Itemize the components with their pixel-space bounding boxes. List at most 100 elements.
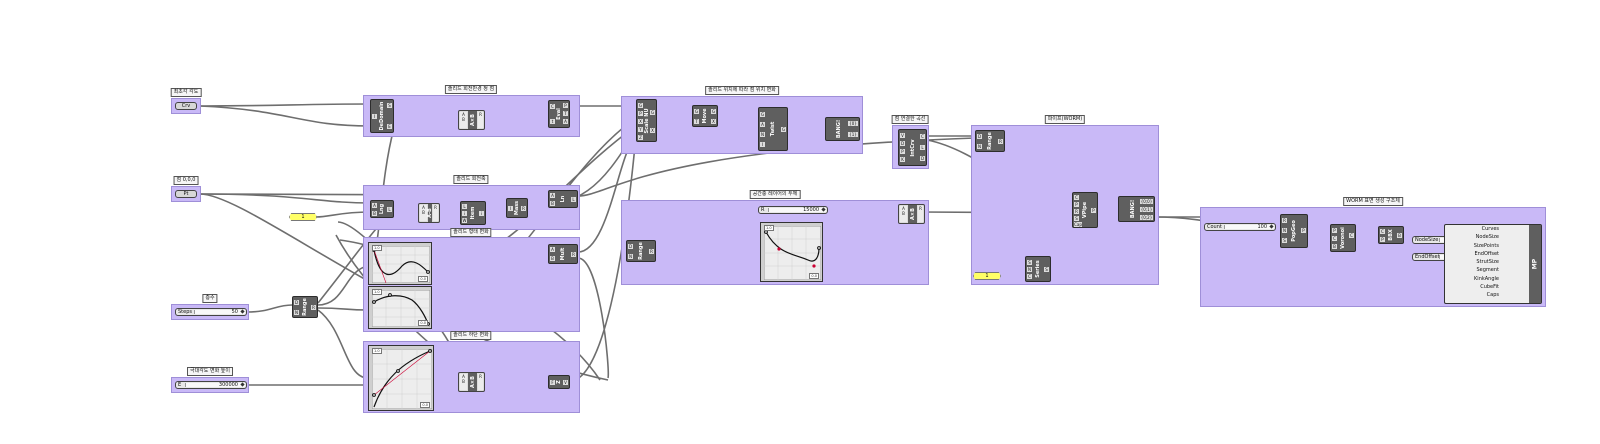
slider-track[interactable] — [768, 208, 826, 212]
output-port[interactable]: G — [650, 110, 655, 115]
input-port[interactable]: B — [550, 256, 555, 261]
input-port[interactable]: C — [1074, 195, 1079, 200]
mp-input-port[interactable]: Caps — [1486, 292, 1499, 299]
output-port[interactable]: C — [1349, 233, 1354, 238]
input-port[interactable]: G — [760, 112, 765, 117]
output-port[interactable]: S — [387, 103, 392, 108]
input-port[interactable]: I — [508, 206, 513, 211]
input-port[interactable]: S — [1282, 238, 1287, 243]
input-port[interactable]: V — [900, 133, 905, 138]
input-port[interactable]: R — [1074, 209, 1079, 214]
input-port[interactable]: B — [1332, 244, 1337, 249]
output-port[interactable]: {1} — [848, 132, 858, 137]
input-port[interactable]: P — [1380, 237, 1385, 242]
output-port[interactable]: R — [311, 305, 316, 310]
input-port[interactable]: A — [550, 193, 555, 198]
output-port[interactable]: E — [387, 124, 392, 129]
output-port[interactable]: A — [563, 119, 568, 124]
input-port[interactable]: B — [462, 117, 465, 122]
output-port[interactable]: R — [478, 112, 483, 128]
input-port[interactable]: P — [1074, 202, 1079, 207]
input-port[interactable]: Cap — [1074, 222, 1082, 227]
input-port[interactable]: N — [294, 310, 299, 315]
intcrv-component[interactable]: V D P K IntCrv C L D — [898, 129, 927, 166]
series-component[interactable]: S N C Series S — [1025, 256, 1051, 282]
bang-component[interactable]: BANG! {0;0} {0;1} {0;2} — [1118, 196, 1155, 222]
output-port[interactable]: R — [918, 206, 923, 222]
output-port[interactable]: G — [711, 109, 716, 114]
range-component[interactable]: D N Range R — [292, 296, 318, 318]
range-component[interactable]: D N Range R — [626, 240, 656, 262]
graph-mapper[interactable]: 1.0 0.0 — [760, 222, 823, 282]
e-slider[interactable]: E 300000 — [175, 381, 247, 389]
input-port[interactable]: P — [900, 149, 905, 154]
output-port[interactable]: R — [649, 249, 654, 254]
input-port[interactable]: D — [628, 244, 633, 249]
graph-mapper[interactable]: 1.0 0.0 — [368, 242, 432, 285]
input-port[interactable]: S — [1027, 260, 1032, 265]
value-panel[interactable]: 1 — [973, 272, 1001, 280]
input-port[interactable]: Z — [638, 135, 643, 140]
graph-mapper[interactable]: 1.0 0.0 — [368, 345, 434, 411]
line-component[interactable]: A B Ln L — [548, 190, 578, 208]
input-port[interactable]: A — [462, 374, 465, 379]
input-port[interactable]: N — [1027, 267, 1032, 272]
input-port[interactable]: N — [977, 144, 982, 149]
slider-track[interactable] — [185, 383, 245, 387]
input-port[interactable]: t — [550, 119, 555, 124]
input-port[interactable]: R — [1282, 218, 1287, 223]
input-port[interactable]: D — [900, 141, 905, 146]
input-port[interactable]: P — [638, 111, 643, 116]
move-component[interactable]: G T Move G X — [692, 105, 718, 127]
output-port[interactable]: L — [920, 145, 925, 150]
input-port[interactable]: F — [550, 380, 555, 385]
input-port[interactable]: C — [1380, 229, 1385, 234]
output-port[interactable]: V — [563, 380, 568, 385]
output-port[interactable]: L — [571, 197, 576, 202]
output-port[interactable]: P — [1091, 208, 1096, 213]
mp-input-list[interactable]: Curves NodeSize SizePoints EndOffset Str… — [1445, 225, 1501, 300]
input-port[interactable]: Y — [638, 127, 643, 132]
output-port[interactable]: {0} — [848, 121, 858, 126]
mp-input-port[interactable]: Curves — [1481, 226, 1499, 232]
input-port[interactable]: G — [694, 109, 699, 114]
input-port[interactable]: A — [550, 247, 555, 252]
popgeo-component[interactable]: R N S PopGeo P — [1280, 214, 1308, 248]
input-port[interactable]: N — [628, 254, 633, 259]
output-port[interactable]: R — [478, 374, 483, 390]
output-port[interactable]: R — [571, 252, 576, 257]
input-port[interactable]: C — [1332, 236, 1337, 241]
input-port[interactable]: C — [1027, 274, 1032, 279]
output-port[interactable]: {0;0} — [1140, 199, 1153, 204]
vpipe-component[interactable]: C P R S Cap VPipe P — [1072, 192, 1098, 228]
output-port[interactable]: C — [920, 134, 925, 139]
output-port[interactable]: X — [711, 119, 716, 124]
mp-input-port[interactable]: EndOffset — [1474, 250, 1499, 257]
output-port[interactable]: S — [1044, 267, 1049, 272]
mp-input-port[interactable]: StrutSize — [1476, 259, 1499, 266]
multiply-component[interactable]: A B Mult R — [548, 244, 578, 264]
input-port[interactable]: B — [462, 379, 465, 384]
scale-nu-component[interactable]: G P X Y Z Scale NU G X — [636, 99, 657, 142]
input-port[interactable]: B — [422, 210, 425, 215]
output-port[interactable]: R — [433, 205, 438, 221]
input-port[interactable]: A — [422, 205, 425, 210]
curve-param[interactable]: Crv — [175, 102, 197, 110]
mass-component[interactable]: I Mass R — [506, 198, 528, 218]
output-port[interactable]: {0;1} — [1140, 207, 1153, 212]
input-port[interactable]: i — [462, 211, 467, 216]
graph-mapper[interactable]: 1.0 0.0 — [368, 286, 432, 329]
steps-slider[interactable]: Steps 50 — [175, 308, 247, 316]
input-port[interactable]: N — [1282, 228, 1287, 233]
input-port[interactable]: B — [372, 211, 377, 216]
input-port[interactable]: D — [977, 134, 982, 139]
twist-component[interactable]: G A N I Twist G — [758, 107, 788, 151]
input-port[interactable]: D — [294, 300, 299, 305]
input-port[interactable]: N — [760, 132, 765, 137]
